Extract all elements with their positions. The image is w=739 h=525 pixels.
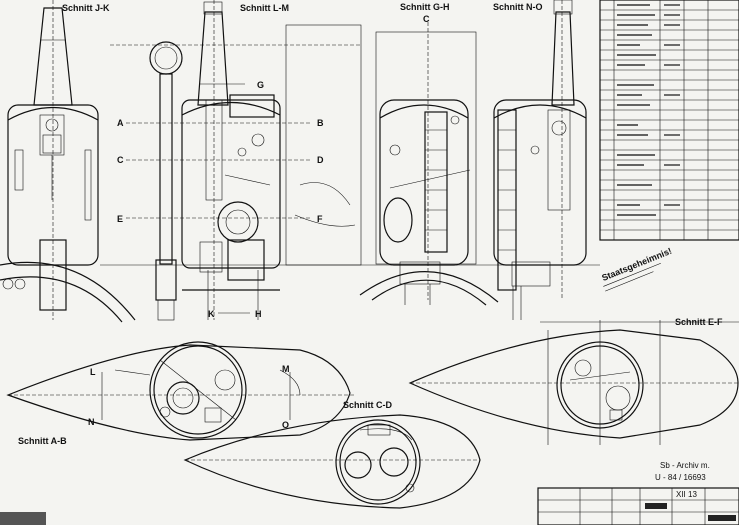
section-ab-title: Schnitt A-B [18,436,67,446]
title-block: Sb - Archiv m. U - 84 / 16693 XII 13 [0,461,739,525]
stamp-text: Staatsgeheimnis! [600,246,673,283]
section-lm-view: Schnitt L-M [110,0,362,321]
section-ab-view: L N M O Schnitt A-B [6,341,355,446]
section-jk-title: Schnitt J-K [62,3,110,13]
cut-letter-o: O [282,420,289,430]
cut-letter-b: B [317,118,324,128]
section-no-title: Schnitt N-O [493,2,543,12]
cut-letter-n: N [88,417,95,427]
section-lm-title: Schnitt L-M [240,3,289,13]
section-no-view: Schnitt N-O [493,0,587,320]
section-jk-view: Schnitt J-K [0,0,136,323]
cut-letter-d: D [317,155,324,165]
cut-letter-c: C [117,155,124,165]
section-ef-title: Schnitt E-F [675,317,723,327]
cut-letter-l: L [90,367,96,377]
corner-label-block [0,512,46,525]
archive-note-2: U - 84 / 16693 [655,473,706,482]
revision-table [599,0,739,241]
section-cd-view: Schnitt C-D [183,400,481,509]
secret-stamp: Staatsgeheimnis! [600,246,673,292]
cut-letter-h: H [255,309,262,319]
section-cd-title: Schnitt C-D [343,400,392,410]
section-ef-view: Schnitt E-F [408,317,739,445]
archive-note-1: Sb - Archiv m. [660,461,710,470]
cut-plane-markers: A C E B D F G K H [117,80,324,319]
centerline-mark: C [423,14,430,24]
cut-letter-g: G [257,80,264,90]
cut-letter-f: F [317,214,323,224]
section-gh-view: Schnitt G-H C [359,2,499,306]
cut-letter-k: K [208,309,215,319]
cut-letter-m: M [282,364,290,374]
cut-letter-a: A [117,118,124,128]
drawing-number: XII 13 [676,490,697,499]
cut-letter-e: E [117,214,123,224]
section-gh-title: Schnitt G-H [400,2,450,12]
